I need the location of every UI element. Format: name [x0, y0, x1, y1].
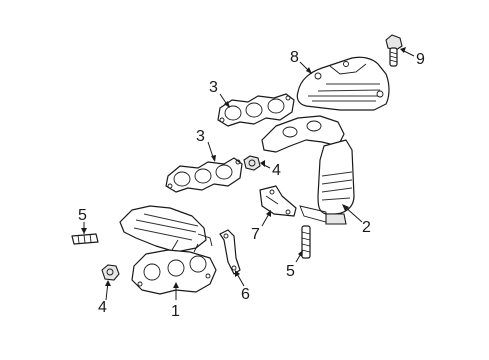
arrow-2 — [342, 204, 349, 211]
stud-part-5-left — [71, 233, 99, 245]
arrow-1 — [173, 282, 179, 288]
leader-lines — [81, 47, 415, 301]
callout-2: 2 — [362, 219, 371, 236]
callout-1: 1 — [171, 303, 180, 320]
arrow-4a — [105, 280, 111, 286]
callout-4-left: 4 — [98, 299, 107, 316]
stud-part-5-right — [301, 225, 311, 259]
nut-part-4-left — [101, 264, 120, 281]
heat-shield-part-8 — [296, 56, 390, 111]
manifold-converter-part-2 — [261, 115, 355, 225]
arrow-8 — [306, 67, 312, 74]
callout-numbers: 1 2 3 3 4 4 5 5 6 7 8 9 — [78, 49, 425, 320]
arrow-6 — [235, 270, 240, 277]
pipe-stay-part-6 — [219, 229, 241, 275]
arrow-7 — [266, 210, 271, 217]
arrow-5b — [298, 250, 303, 257]
callout-6: 6 — [241, 286, 250, 303]
bracket-part-7 — [259, 185, 297, 217]
manifold-converter-part-1 — [119, 205, 217, 295]
arrow-4b — [260, 160, 265, 167]
callout-7: 7 — [251, 226, 260, 243]
bolt-part-9 — [385, 34, 403, 67]
callout-3-lower: 3 — [196, 128, 205, 145]
gasket-upper-part-3 — [217, 93, 295, 127]
arrow-3a — [224, 101, 230, 108]
callout-5-right: 5 — [286, 263, 295, 280]
arrow-5a — [81, 228, 87, 234]
arrow-3b — [211, 155, 216, 162]
callout-8: 8 — [290, 49, 299, 66]
nut-part-4-right — [243, 155, 261, 171]
callout-3-upper: 3 — [209, 79, 218, 96]
callout-9: 9 — [416, 51, 425, 68]
gasket-lower-part-3 — [165, 157, 243, 193]
callout-5-left: 5 — [78, 207, 87, 224]
callout-4-right: 4 — [272, 162, 281, 179]
arrow-9 — [400, 47, 406, 53]
